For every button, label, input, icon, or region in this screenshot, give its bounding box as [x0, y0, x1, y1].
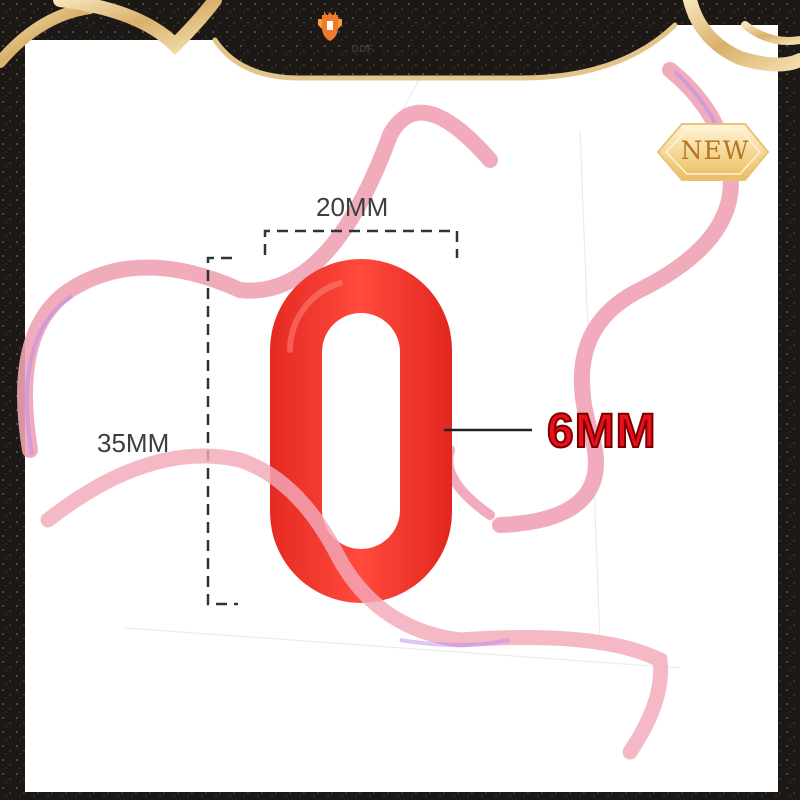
pink-ribbon-front-shadow — [399, 638, 511, 647]
pink-ribbon-front — [40, 448, 669, 760]
shield-crest-icon — [318, 11, 342, 41]
brand-label: DDF — [351, 44, 374, 55]
new-badge — [656, 123, 770, 181]
height-guide — [206, 256, 238, 606]
dimension-guides — [206, 229, 459, 606]
height-dimension-label: 35MM — [97, 428, 170, 458]
gold-ribbon — [0, 0, 800, 81]
new-badge-label: NEW — [680, 136, 750, 165]
width-dimension-label: 20MM — [316, 192, 389, 222]
thickness-dimension-label: 6MM — [546, 404, 657, 459]
